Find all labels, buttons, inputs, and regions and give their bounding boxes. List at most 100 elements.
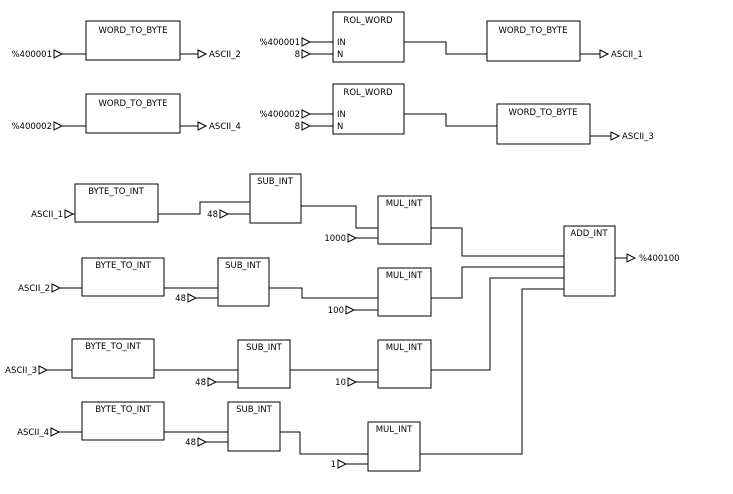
input-variable-label: ASCII_4	[17, 428, 49, 438]
wires	[47, 41, 627, 465]
input-connector	[53, 121, 64, 131]
constant-label: 100	[328, 306, 344, 316]
block-title: BYTE_TO_INT	[95, 261, 151, 271]
constant-label: 48	[207, 210, 218, 220]
pin-label-in: IN	[337, 110, 346, 120]
input-variable-label: %400001	[259, 38, 300, 48]
constant-label: 48	[185, 438, 196, 448]
wire	[404, 113, 497, 127]
block-title: BYTE_TO_INT	[85, 342, 141, 352]
block-title: WORD_TO_BYTE	[98, 99, 167, 109]
input-connector	[301, 109, 312, 119]
input-variable-label: %400002	[11, 122, 52, 132]
block-byte-to-int-4[interactable]: BYTE_TO_INT	[81, 401, 165, 441]
block-title: BYTE_TO_INT	[95, 405, 151, 415]
block-mul-int-4[interactable]: MUL_INT	[367, 421, 421, 472]
block-title: WORD_TO_BYTE	[498, 26, 567, 36]
connectors	[38, 37, 637, 469]
block-title: SUB_INT	[236, 405, 273, 415]
wire	[431, 227, 564, 257]
block-byte-to-int-1[interactable]: BYTE_TO_INT	[74, 183, 159, 223]
constant-label: 48	[175, 294, 186, 304]
constant-label: 48	[195, 378, 206, 388]
input-connector	[64, 209, 75, 219]
block-title: ADD_INT	[570, 229, 608, 239]
block-word-to-byte-1[interactable]: WORD_TO_BYTE	[85, 20, 181, 61]
block-title: MUL_INT	[386, 271, 423, 281]
wire	[431, 277, 564, 371]
input-connector	[347, 377, 358, 387]
block-byte-to-int-3[interactable]: BYTE_TO_INT	[71, 338, 155, 379]
block-word-to-byte-2[interactable]: WORD_TO_BYTE	[486, 20, 581, 62]
input-connector	[38, 365, 49, 375]
wire	[301, 205, 378, 229]
input-connector	[219, 209, 230, 219]
block-title: MUL_INT	[376, 425, 413, 435]
block-add-int[interactable]: ADD_INT	[563, 225, 616, 297]
wire	[431, 266, 564, 299]
block-title: WORD_TO_BYTE	[98, 26, 167, 36]
block-mul-int-3[interactable]: MUL_INT	[377, 339, 432, 389]
wire	[269, 287, 378, 299]
block-sub-int-1[interactable]: SUB_INT	[249, 173, 302, 224]
input-connector	[197, 437, 208, 447]
input-connector	[301, 49, 312, 59]
block-mul-int-1[interactable]: MUL_INT	[377, 195, 432, 245]
block-byte-to-int-2[interactable]: BYTE_TO_INT	[81, 257, 165, 297]
input-connector	[301, 121, 312, 131]
wire	[280, 431, 368, 455]
pin-label-in: IN	[337, 38, 346, 48]
input-variable-label: ASCII_2	[18, 284, 50, 294]
output-connector	[626, 253, 637, 263]
output-connector	[610, 131, 621, 141]
input-connector	[187, 293, 198, 303]
block-sub-int-2[interactable]: SUB_INT	[217, 257, 270, 307]
pin-label-n: N	[337, 122, 343, 132]
output-variable-label: ASCII_3	[622, 132, 654, 142]
output-variable-label: ASCII_4	[209, 122, 241, 132]
constant-label: 8	[295, 50, 300, 60]
input-variable-label: ASCII_1	[31, 210, 63, 220]
block-title: MUL_INT	[386, 199, 423, 209]
block-sub-int-3[interactable]: SUB_INT	[237, 339, 291, 389]
block-title: MUL_INT	[386, 343, 423, 353]
signal-labels: %400001 ASCII_2 %400001 8 ASCII_1 %40000…	[5, 38, 679, 470]
input-connector	[50, 427, 61, 437]
output-connector	[197, 121, 208, 131]
input-connector	[53, 49, 64, 59]
block-mul-int-2[interactable]: MUL_INT	[377, 267, 432, 317]
block-rol-word-2[interactable]: ROL_WORD IN N	[332, 83, 405, 135]
input-connector	[51, 283, 62, 293]
output-variable-label: %400100	[639, 254, 680, 264]
output-variable-label: ASCII_2	[209, 50, 241, 60]
input-variable-label: %400001	[11, 50, 52, 60]
input-connector	[207, 377, 218, 387]
block-rol-word-1[interactable]: ROL_WORD IN N	[332, 11, 405, 63]
constant-label: 1	[331, 460, 336, 470]
input-connector	[347, 233, 358, 243]
block-word-to-byte-4[interactable]: WORD_TO_BYTE	[496, 103, 591, 145]
block-word-to-byte-3[interactable]: WORD_TO_BYTE	[85, 93, 181, 134]
wire	[420, 288, 564, 455]
output-connector	[197, 49, 208, 59]
input-connector	[345, 305, 356, 315]
output-connector	[599, 49, 610, 59]
block-sub-int-4[interactable]: SUB_INT	[227, 401, 281, 452]
input-variable-label: ASCII_3	[5, 366, 37, 376]
block-title: SUB_INT	[225, 261, 262, 271]
wire	[404, 41, 487, 55]
constant-label: 1000	[324, 234, 346, 244]
block-title: BYTE_TO_INT	[88, 187, 144, 197]
input-connector	[301, 37, 312, 47]
output-variable-label: ASCII_1	[611, 50, 643, 60]
wire	[158, 201, 250, 215]
constant-label: 10	[335, 378, 346, 388]
block-title: SUB_INT	[246, 343, 283, 353]
input-connector	[337, 459, 348, 469]
input-variable-label: %400002	[259, 110, 300, 120]
block-title: WORD_TO_BYTE	[508, 108, 577, 118]
block-title: ROL_WORD	[343, 88, 393, 98]
block-title: ROL_WORD	[343, 16, 393, 26]
pin-label-n: N	[337, 50, 343, 60]
